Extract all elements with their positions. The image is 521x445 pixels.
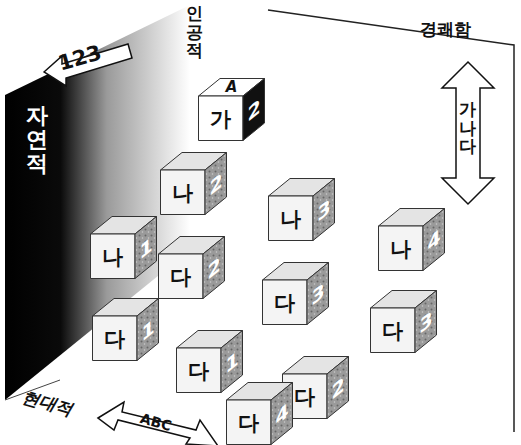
cube-front [269,196,314,241]
cube-front-letter: 다 [158,254,203,299]
cube-front-letter: 다 [92,316,137,361]
cube-side [135,217,157,279]
cube-front [199,96,244,141]
cube-side [423,209,445,271]
cube-front-letter: 다 [370,308,415,353]
letter-cube: 나4 [378,208,445,271]
right-wall [268,10,514,432]
letter-cube: 다3 [370,290,437,353]
cube-front-letter: 다 [262,280,307,325]
letter-cube: 나2 [160,152,227,215]
letter-cube: 나1 [90,216,157,279]
cube-side [203,237,225,299]
cube-front-letter: 다 [176,348,221,393]
axis-label: 인공적 [186,4,203,60]
letter-cube: 다4 [226,382,293,445]
letter-cube: 다3 [262,262,329,325]
horizontal-double-arrow [98,402,218,445]
letter-cube: 다2 [158,236,225,299]
cube-front [159,254,204,299]
cube-side [313,179,335,241]
cube-side [307,263,329,325]
cube-front [93,316,138,361]
cube-front [379,226,424,271]
cube-front-letter: 나 [160,170,205,215]
cube-front [177,348,222,393]
cube-side [243,79,265,141]
cube-side [327,357,349,419]
letter-cube: A가2 [198,78,265,141]
cube-top-letter: A [209,78,254,96]
cube-front [227,400,272,445]
cube-side [221,331,243,393]
axis-label: 자연적 [26,104,48,177]
cube-side [271,383,293,445]
axis-label: 현대적 [20,385,75,421]
letter-cube: 나3 [268,178,335,241]
vertical-double-arrow [442,62,494,204]
cube-front-letter: 다 [226,400,271,445]
cube-front-letter: 가 [198,96,243,141]
axis-letters: ABC [138,410,173,434]
cube-front-letter: 나 [378,226,423,271]
cube-front [91,234,136,279]
cube-front [371,308,416,353]
cube-side [415,291,437,353]
cube-front-letter: 나 [268,196,313,241]
axis-letters: 가나다 [459,100,476,156]
cube-front-letter: 나 [90,234,135,279]
axis-label: 경쾌함 [420,18,471,41]
cube-side [137,299,159,361]
letter-cube: 다1 [92,298,159,361]
letter-cube: 다1 [176,330,243,393]
cube-front [161,170,206,215]
cube-front [263,280,308,325]
cube-side [205,153,227,215]
